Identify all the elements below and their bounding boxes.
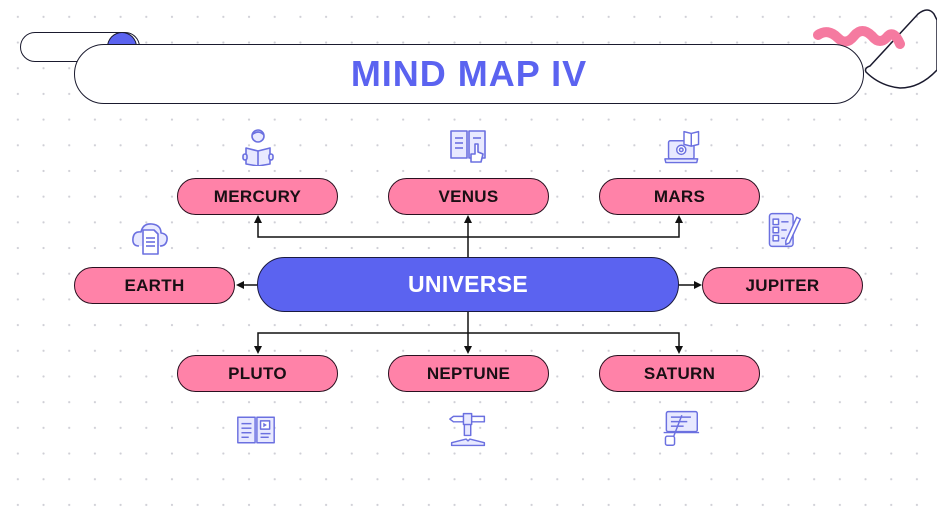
node-venus[interactable]: VENUS xyxy=(388,178,549,215)
node-label: SATURN xyxy=(643,363,716,383)
page-title: MIND MAP IV xyxy=(350,53,588,94)
node-earth[interactable]: EARTH xyxy=(74,267,235,304)
node-pluto[interactable]: PLUTO xyxy=(177,355,338,392)
hand-pencil-book-icon xyxy=(449,412,486,447)
laptop-gear-book-icon xyxy=(664,130,700,164)
node-label: NEPTUNE xyxy=(426,363,511,383)
node-label: JUPITER xyxy=(745,275,820,295)
node-saturn[interactable]: SATURN xyxy=(599,355,760,392)
title-bar: MIND MAP IV xyxy=(74,44,864,104)
node-label: EARTH xyxy=(124,275,185,295)
node-mars[interactable]: MARS xyxy=(599,178,760,215)
node-jupiter[interactable]: JUPITER xyxy=(702,267,863,304)
person-reading-icon xyxy=(242,129,274,166)
node-mercury[interactable]: MERCURY xyxy=(177,178,338,215)
book-pointer-icon xyxy=(450,130,486,163)
node-neptune[interactable]: NEPTUNE xyxy=(388,355,549,392)
center-node-label: UNIVERSE xyxy=(408,271,528,297)
decorative-corner-shapes xyxy=(813,9,937,89)
center-node-universe[interactable]: UNIVERSE xyxy=(257,257,679,312)
ebook-video-icon xyxy=(237,416,275,444)
checklist-pencil-icon xyxy=(768,212,802,248)
node-label: MARS xyxy=(653,186,706,206)
node-label: PLUTO xyxy=(228,363,287,383)
cloud-document-icon xyxy=(132,223,168,255)
node-label: MERCURY xyxy=(213,186,302,206)
node-label: VENUS xyxy=(438,186,499,206)
whiteboard-pointer-icon xyxy=(663,410,700,446)
